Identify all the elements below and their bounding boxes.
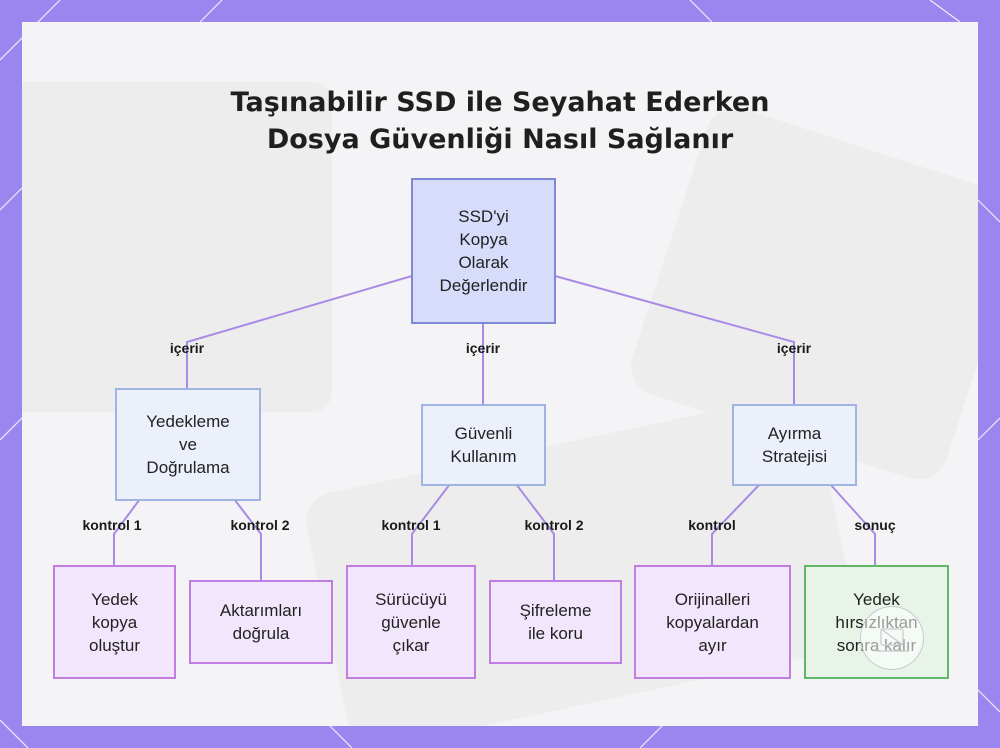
edge-safe-eject — [411, 483, 451, 566]
title-line-1: Taşınabilir SSD ile Seyahat Ederken — [230, 87, 770, 118]
edge-label-root-sep: içerir — [776, 340, 812, 356]
edge-label-root-backup: içerir — [169, 340, 205, 356]
diagram-card: Taşınabilir SSD ile Seyahat Ederken Dosy… — [22, 22, 978, 726]
edge-root-sep — [554, 275, 795, 405]
edge-label-sep-theft: sonuç — [854, 517, 896, 533]
edge-root-backup — [186, 275, 413, 389]
edge-label-backup-verify: kontrol 2 — [230, 517, 290, 533]
edge-label-sep-separate: kontrol — [688, 517, 736, 533]
title-line-2: Dosya Güvenliği Nasıl Sağlanır — [266, 124, 734, 155]
stamp-icon — [860, 606, 924, 670]
edge-label-safe-encrypt: kontrol 2 — [524, 517, 584, 533]
edge-label-root-safe: içerir — [465, 340, 501, 356]
edge-backup-verify — [233, 498, 262, 581]
edge-safe-encrypt — [515, 483, 555, 581]
edge-backup-create — [113, 498, 141, 566]
edges-layer — [113, 275, 876, 581]
edge-sep-separate — [711, 483, 761, 566]
edge-label-backup-create: kontrol 1 — [82, 517, 142, 533]
diagram-title: Taşınabilir SSD ile Seyahat Ederken Dosy… — [22, 84, 978, 158]
edge-sep-theft — [829, 483, 876, 566]
edge-label-safe-eject: kontrol 1 — [381, 517, 441, 533]
